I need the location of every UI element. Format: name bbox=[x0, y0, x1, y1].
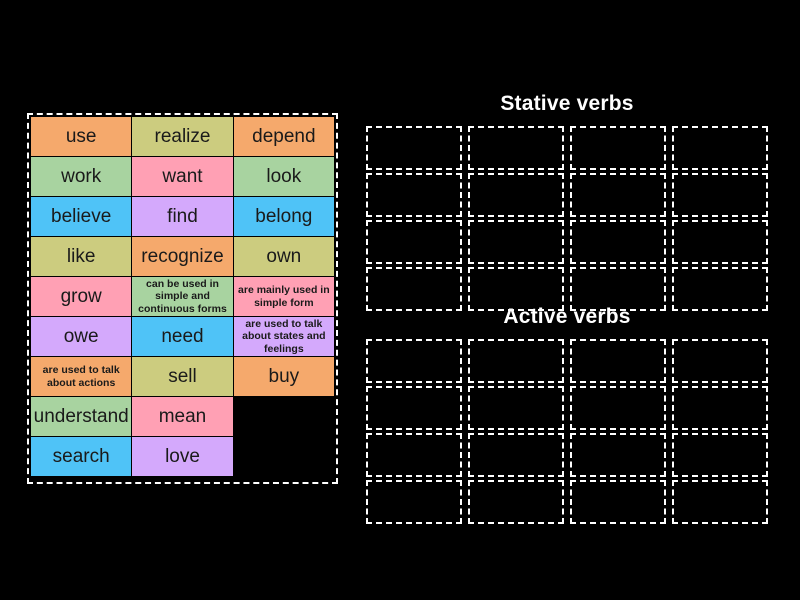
word-tile[interactable]: buy bbox=[233, 357, 334, 396]
word-tile[interactable]: work bbox=[31, 157, 132, 196]
word-tile[interactable]: need bbox=[132, 317, 233, 356]
drop-zone-stative[interactable] bbox=[366, 220, 462, 264]
word-tile[interactable]: can be used in simple and continuous for… bbox=[132, 277, 233, 316]
stative-verbs-heading: Stative verbs bbox=[500, 92, 634, 115]
drop-zone-active[interactable] bbox=[366, 339, 462, 383]
drop-zone-active[interactable] bbox=[672, 386, 768, 430]
drop-zone-active[interactable] bbox=[468, 433, 564, 477]
word-tile[interactable]: understand bbox=[31, 397, 132, 436]
drop-zone-active[interactable] bbox=[570, 480, 666, 524]
drop-zone-active[interactable] bbox=[468, 339, 564, 383]
drop-section-stative: Stative verbs bbox=[366, 92, 768, 311]
drop-zone-stative[interactable] bbox=[570, 220, 666, 264]
drop-zone-active[interactable] bbox=[366, 386, 462, 430]
word-tile[interactable]: are used to talk about states and feelin… bbox=[233, 317, 334, 356]
drop-section-active: Active verbs bbox=[366, 305, 768, 524]
word-tile[interactable]: look bbox=[233, 157, 334, 196]
drop-zone-stative[interactable] bbox=[468, 220, 564, 264]
drop-zone-active[interactable] bbox=[570, 386, 666, 430]
drop-zone-stative[interactable] bbox=[672, 267, 768, 311]
word-tile[interactable]: realize bbox=[132, 117, 233, 156]
word-tile[interactable]: sell bbox=[132, 357, 233, 396]
word-tile[interactable]: search bbox=[31, 437, 132, 476]
drop-zone-stative[interactable] bbox=[468, 126, 564, 170]
word-tile[interactable]: like bbox=[31, 237, 132, 276]
word-tile[interactable]: owe bbox=[31, 317, 132, 356]
drop-zone-stative[interactable] bbox=[468, 267, 564, 311]
word-tile[interactable]: are used to talk about actions bbox=[31, 357, 132, 396]
word-tile[interactable]: use bbox=[31, 117, 132, 156]
word-tile[interactable]: believe bbox=[31, 197, 132, 236]
active-drop-zone-grid bbox=[366, 339, 768, 524]
word-tile[interactable]: belong bbox=[233, 197, 334, 236]
drop-zone-active[interactable] bbox=[570, 339, 666, 383]
word-tile[interactable]: love bbox=[132, 437, 233, 476]
drop-zone-active[interactable] bbox=[570, 433, 666, 477]
word-tile[interactable]: find bbox=[132, 197, 233, 236]
empty-cell bbox=[234, 397, 334, 436]
word-tile[interactable]: want bbox=[132, 157, 233, 196]
drop-zone-active[interactable] bbox=[468, 386, 564, 430]
drop-zone-active[interactable] bbox=[672, 339, 768, 383]
drop-zone-active[interactable] bbox=[366, 480, 462, 524]
empty-cell bbox=[234, 437, 334, 476]
word-tile[interactable]: recognize bbox=[132, 237, 233, 276]
drop-zone-stative[interactable] bbox=[468, 173, 564, 217]
drop-zone-stative[interactable] bbox=[672, 220, 768, 264]
drop-zone-active[interactable] bbox=[366, 433, 462, 477]
active-verbs-heading: Active verbs bbox=[503, 305, 631, 328]
word-tile[interactable]: are mainly used in simple form bbox=[233, 277, 334, 316]
word-tile[interactable]: own bbox=[233, 237, 334, 276]
stative-drop-zone-grid bbox=[366, 126, 768, 311]
word-tile[interactable]: grow bbox=[31, 277, 132, 316]
word-tile[interactable]: depend bbox=[233, 117, 334, 156]
drop-zone-active[interactable] bbox=[468, 480, 564, 524]
word-tile[interactable]: mean bbox=[132, 397, 233, 436]
drop-zone-stative[interactable] bbox=[672, 173, 768, 217]
drop-zone-stative[interactable] bbox=[570, 126, 666, 170]
drop-zone-stative[interactable] bbox=[672, 126, 768, 170]
drop-zone-active[interactable] bbox=[672, 433, 768, 477]
drop-zone-stative[interactable] bbox=[366, 173, 462, 217]
drop-zone-active[interactable] bbox=[672, 480, 768, 524]
drop-zone-stative[interactable] bbox=[570, 173, 666, 217]
drop-zone-stative[interactable] bbox=[366, 267, 462, 311]
drop-zone-stative[interactable] bbox=[570, 267, 666, 311]
drop-zone-stative[interactable] bbox=[366, 126, 462, 170]
